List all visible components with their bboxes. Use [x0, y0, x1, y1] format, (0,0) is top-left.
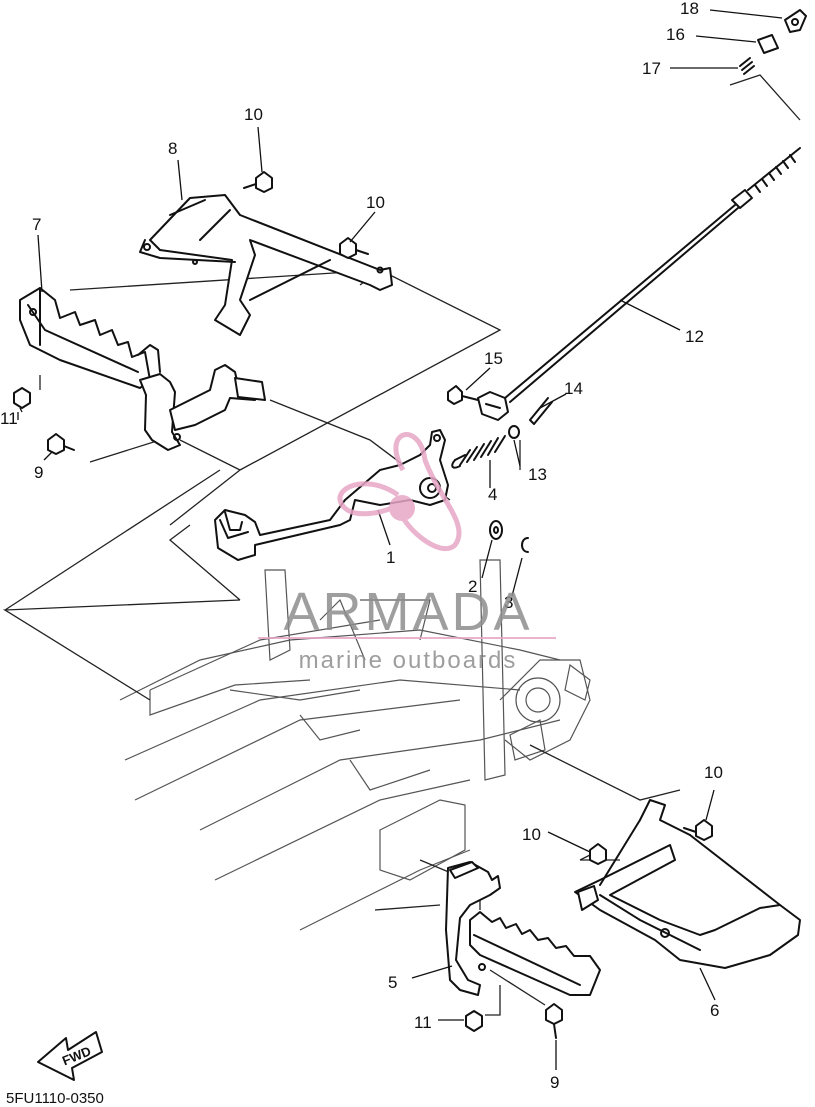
- callout-2: 2: [468, 577, 477, 596]
- leader-lines: [17, 9, 783, 1070]
- callout-1: 1: [386, 548, 395, 567]
- callout-10-a: 10: [244, 105, 263, 124]
- part-12-brake-cable: [504, 147, 801, 403]
- part-18-adjust-nut: [784, 9, 807, 33]
- callout-9-b: 9: [550, 1073, 559, 1092]
- watermark-tagline: marine outboards: [299, 647, 518, 674]
- callout-16: 16: [666, 25, 685, 44]
- part-15-bolt: [447, 385, 479, 405]
- part-4-return-spring: [451, 435, 506, 469]
- bolt-10-right-b: [589, 843, 607, 865]
- part-1-brake-pedal: [214, 429, 449, 561]
- part-6-right-bracket: [574, 799, 801, 969]
- bolt-9-left: [47, 433, 75, 455]
- bolt-10-upper-a: [243, 171, 273, 193]
- callout-11-a: 11: [0, 409, 18, 428]
- drawing-code: 5FU1110-0350: [6, 1090, 104, 1107]
- bolt-10-upper-b: [339, 237, 369, 259]
- watermark: ARMADA marine outboards: [258, 432, 556, 674]
- bolt-9-right: [545, 1003, 563, 1039]
- bolt-10-right-a: [683, 819, 713, 841]
- part-17-spring: [739, 57, 755, 75]
- part-13-washer: [508, 425, 520, 439]
- callout-5: 5: [388, 973, 397, 992]
- callout-10-d: 10: [522, 825, 541, 844]
- part-8-left-bracket: [139, 194, 393, 336]
- callout-4: 4: [488, 485, 497, 504]
- part-5-right-footrest: [445, 861, 601, 996]
- callout-15: 15: [484, 349, 503, 368]
- part-14-cotter-pin: [529, 397, 553, 425]
- watermark-brand: ARMADA: [283, 582, 532, 642]
- callout-10-b: 10: [366, 193, 385, 212]
- callout-13: 13: [528, 465, 547, 484]
- callout-8: 8: [168, 139, 177, 158]
- callout-10-c: 10: [704, 763, 723, 782]
- callout-3: 3: [504, 593, 513, 612]
- fwd-arrow: FWD: [37, 1031, 103, 1081]
- watermark-propeller-icon: [337, 432, 462, 552]
- callout-7: 7: [32, 215, 41, 234]
- callout-6: 6: [710, 1001, 719, 1020]
- assembly-lines: [2, 74, 801, 1016]
- callout-17: 17: [642, 59, 661, 78]
- callouts: 18 16 17 10 8 10 7 12 15 14 11 9 13 4 1 …: [0, 0, 723, 1092]
- frame-chassis: [119, 559, 591, 931]
- part-16-pin: [757, 34, 779, 54]
- clevis: [477, 391, 509, 421]
- callout-11-b: 11: [414, 1013, 432, 1032]
- nut-11-right: [465, 1010, 483, 1032]
- part-3-circlip: [521, 537, 529, 553]
- nut-11-left: [13, 387, 31, 409]
- part-2-washer: [489, 520, 503, 540]
- callout-9-a: 9: [34, 463, 43, 482]
- callout-14: 14: [564, 379, 583, 398]
- callout-12: 12: [685, 327, 704, 346]
- callout-18: 18: [680, 0, 699, 18]
- part-7-left-footrest: [19, 287, 266, 451]
